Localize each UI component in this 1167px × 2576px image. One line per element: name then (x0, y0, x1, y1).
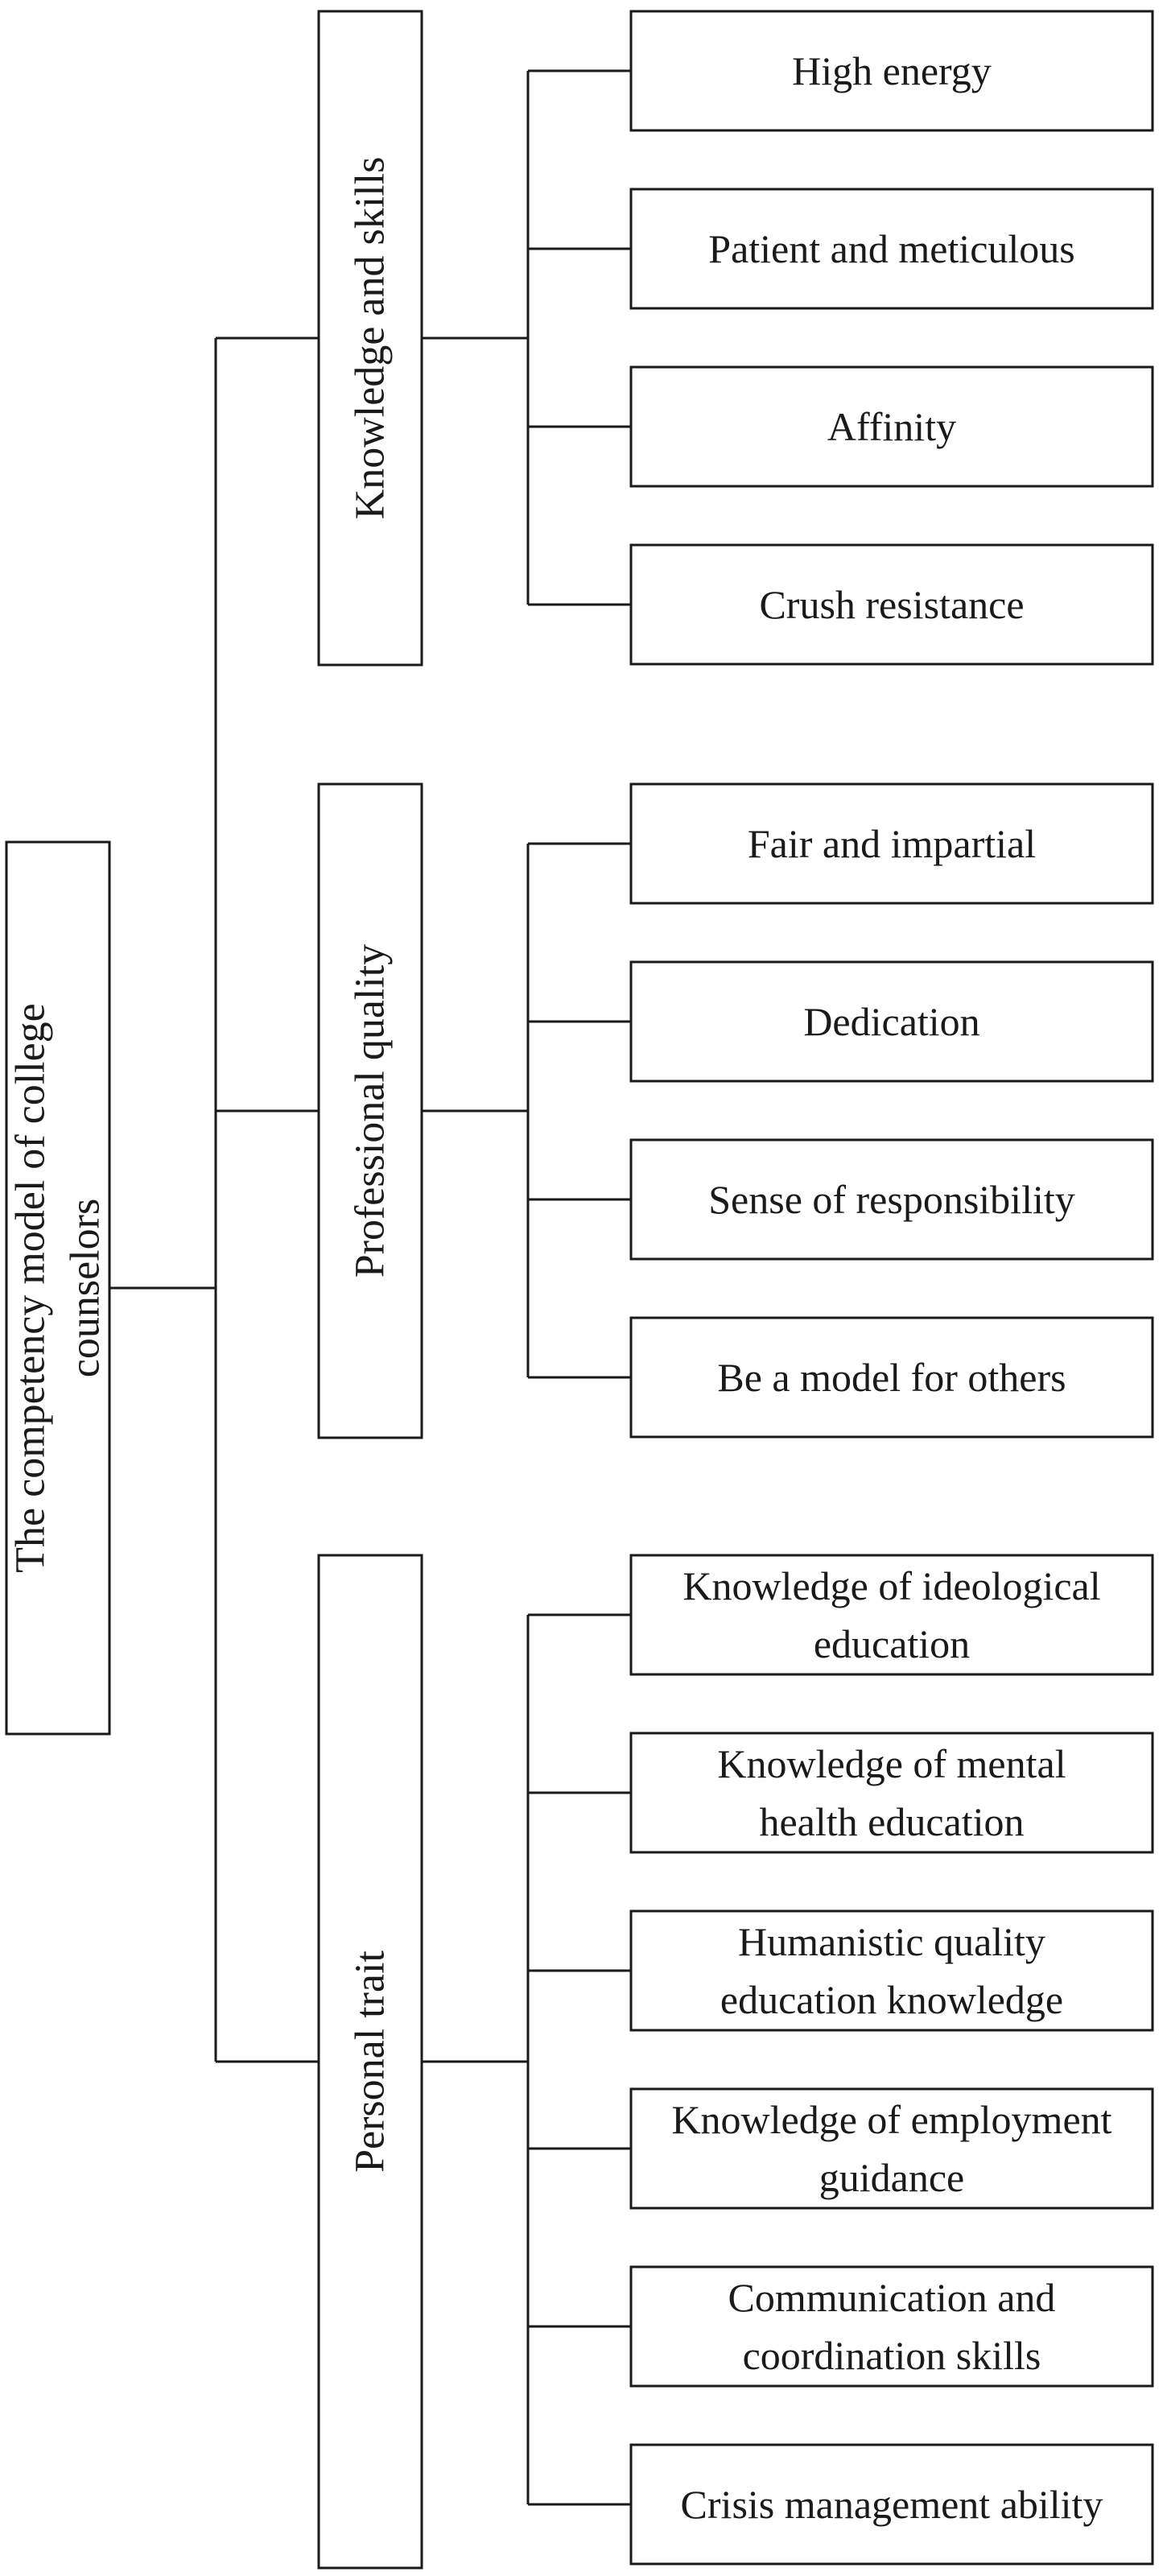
leaf-label: Knowledge of ideological education (682, 1563, 1100, 1666)
leaf-node: Knowledge of employment guidance (629, 2087, 1154, 2210)
leaf-label: Knowledge of employment guidance (671, 2097, 1111, 2200)
leaf-node: Knowledge of mental health education (629, 1732, 1154, 1854)
leaf-label: Sense of responsibility (708, 1177, 1075, 1222)
leaf-box (629, 2265, 1154, 2388)
root-label-line: The competency model of college (8, 1003, 54, 1572)
leaf-label-line: Sense of responsibility (708, 1177, 1075, 1222)
leaf-box (629, 1909, 1154, 2032)
category-box (317, 1554, 423, 2570)
leaf-label-line: Dedication (803, 999, 979, 1044)
leaf-label: Be a model for others (717, 1355, 1066, 1400)
leaf-node: Communication and coordination skills (629, 2265, 1154, 2388)
leaf-node: Affinity (629, 365, 1154, 488)
leaf-label: Communication and coordination skills (728, 2275, 1056, 2378)
leaf-label-line: Knowledge of ideological (682, 1563, 1100, 1608)
leaf-node: Knowledge of ideological education (629, 1554, 1154, 1676)
leaf-label: Humanistic quality education knowledge (720, 1919, 1063, 2022)
category-node: Professional quality (317, 782, 423, 1439)
leaf-label: High energy (792, 48, 992, 93)
leaf-label: Dedication (803, 999, 979, 1044)
root-box (5, 840, 111, 1736)
leaf-label-line: Crush resistance (759, 582, 1024, 627)
leaf-node: Sense of responsibility (629, 1138, 1154, 1261)
category-box (317, 782, 423, 1439)
leaf-label: Fair and impartial (748, 821, 1036, 866)
leaf-label: Crush resistance (759, 582, 1024, 627)
leaf-box (629, 782, 1154, 905)
leaf-node: Fair and impartial (629, 782, 1154, 905)
leaf-label-line: education knowledge (720, 1977, 1063, 2022)
category-node: Personal trait (317, 1554, 423, 2570)
leaf-label-line: High energy (792, 48, 992, 93)
leaf-box (629, 960, 1154, 1083)
leaf-label-line: coordination skills (743, 2333, 1041, 2378)
leaf-node: Be a model for others (629, 1316, 1154, 1439)
leaf-label-line: Fair and impartial (748, 821, 1036, 866)
leaf-label: Crisis management ability (681, 2482, 1103, 2527)
leaf-box (629, 543, 1154, 666)
leaf-label-line: education (814, 1621, 970, 1666)
leaf-label: Affinity (827, 404, 956, 449)
category-label: Knowledge and skills (348, 157, 394, 520)
leaf-box (629, 365, 1154, 488)
leaf-node: High energy (629, 10, 1154, 132)
root-label-line: counselors (63, 1199, 109, 1377)
leaf-label-line: guidance (819, 2155, 964, 2200)
leaf-box (629, 2443, 1154, 2566)
category-label: Professional quality (348, 944, 394, 1278)
leaf-label-line: Knowledge of mental (717, 1741, 1066, 1786)
leaf-label-line: health education (759, 1799, 1024, 1844)
leaf-box (629, 1316, 1154, 1439)
leaf-box (629, 2087, 1154, 2210)
leaf-box (629, 1554, 1154, 1676)
category-box (317, 10, 423, 667)
leaf-box (629, 188, 1154, 310)
leaf-box (629, 1732, 1154, 1854)
leaf-label-line: Crisis management ability (681, 2482, 1103, 2527)
leaf-label-line: Communication and (728, 2275, 1056, 2320)
leaf-node: Crush resistance (629, 543, 1154, 666)
leaf-node: Crisis management ability (629, 2443, 1154, 2566)
category-label: Personal trait (348, 1951, 394, 2173)
leaf-label-line: Affinity (827, 404, 956, 449)
leaf-label-line: Knowledge of employment (671, 2097, 1111, 2142)
leaf-node: Patient and meticulous (629, 188, 1154, 310)
leaf-label: Knowledge of mental health education (717, 1741, 1066, 1844)
leaf-box (629, 1138, 1154, 1261)
leaf-node: Dedication (629, 960, 1154, 1083)
leaf-label-line: Patient and meticulous (708, 226, 1074, 271)
leaf-label: Patient and meticulous (708, 226, 1074, 271)
leaf-box (629, 10, 1154, 132)
category-node: Knowledge and skills (317, 10, 423, 667)
leaf-label-line: Be a model for others (717, 1355, 1066, 1400)
leaf-node: Humanistic quality education knowledge (629, 1909, 1154, 2032)
leaf-label-line: Humanistic quality (738, 1919, 1045, 1964)
